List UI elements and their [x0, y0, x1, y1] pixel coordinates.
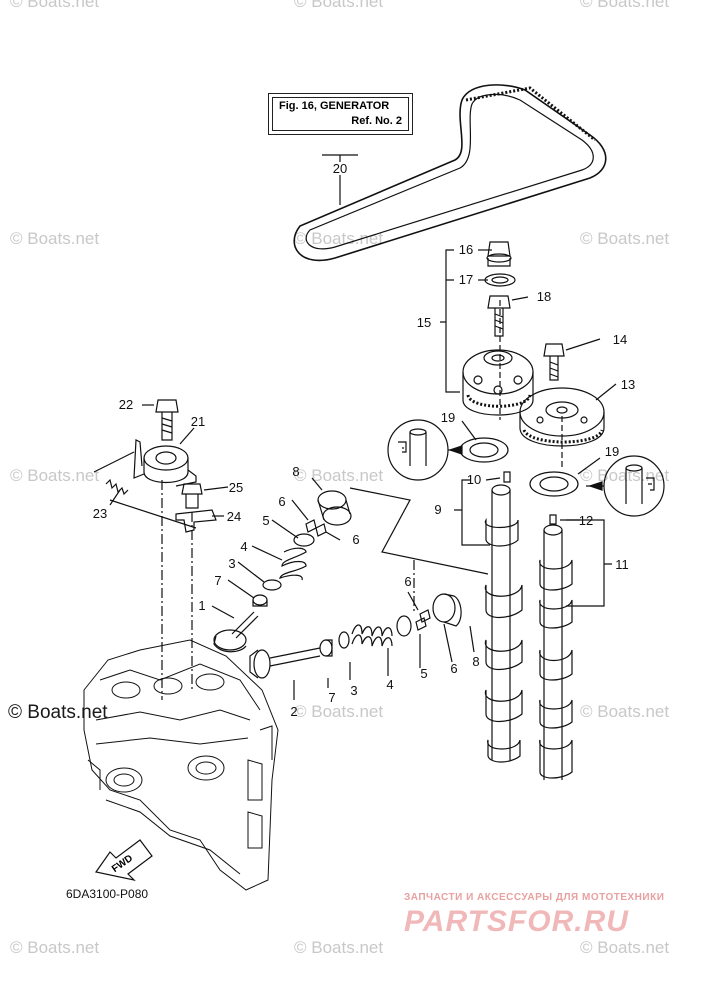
watermark: © Boats.net — [294, 466, 384, 485]
callout-22: 22 — [119, 397, 133, 412]
bolt — [543, 343, 565, 381]
washer — [484, 273, 516, 287]
spring-seat — [262, 579, 282, 591]
callout-6: 6 — [278, 494, 285, 509]
watermark: © Boats.net — [10, 229, 100, 248]
oil-seal — [459, 437, 509, 463]
callout-16: 16 — [459, 242, 473, 257]
fwd-arrow-icon — [94, 839, 153, 882]
bolt — [181, 483, 203, 509]
spring-seat — [338, 631, 350, 649]
valve-lifter — [432, 593, 462, 627]
callout-25: 25 — [229, 480, 243, 495]
reference-figure: Fig. 16, GENERATOR — [279, 100, 390, 112]
tensioner-bracket — [175, 509, 217, 533]
callout-5: 5 — [262, 513, 269, 528]
callout-19: 19 — [441, 410, 455, 425]
diagram-code: 6DA3100-P080 — [66, 887, 149, 901]
callout-7: 7 — [214, 573, 221, 588]
callout-7: 7 — [328, 690, 335, 705]
watermark: © Boats.net — [10, 466, 100, 485]
timing-belt — [293, 84, 607, 262]
watermark: © Boats.net — [294, 229, 384, 248]
sprocket-bolt — [487, 295, 511, 337]
cam-sprocket — [462, 349, 534, 416]
callout-21: 21 — [191, 414, 205, 429]
callout-3: 3 — [228, 556, 235, 571]
watermark: © Boats.net — [580, 938, 670, 957]
callout-4: 4 — [386, 677, 393, 692]
watermark: © Boats.net — [580, 466, 670, 485]
watermark: © Boats.net — [294, 938, 384, 957]
valve-seal — [252, 594, 268, 606]
exhaust-valve — [249, 647, 321, 679]
callout-15: 15 — [417, 315, 431, 330]
callout-11: 11 — [615, 557, 629, 572]
callout-13: 13 — [621, 377, 635, 392]
oil-seal — [529, 471, 579, 497]
watermark: © Boats.net — [10, 938, 100, 957]
valve-spring — [279, 547, 307, 581]
callout-18: 18 — [537, 289, 551, 304]
callout-17: 17 — [459, 272, 473, 287]
callout-8: 8 — [292, 464, 299, 479]
spring-retainer — [396, 615, 412, 637]
callout-6: 6 — [450, 661, 457, 676]
callout-8: 8 — [472, 654, 479, 669]
callout-12: 12 — [579, 513, 593, 528]
callout-1: 1 — [198, 598, 205, 613]
callout-6: 6 — [404, 574, 411, 589]
callout-6: 6 — [352, 532, 359, 547]
watermark: © Boats.net — [8, 702, 108, 723]
intake-camshaft — [484, 484, 523, 763]
callout-20: 20 — [333, 161, 347, 176]
brand-logo: PARTSFOR.RU — [404, 905, 629, 938]
intake-valve — [213, 611, 259, 653]
watermark: © Boats.net — [294, 0, 384, 11]
valve-spring — [351, 624, 393, 647]
callout-14: 14 — [613, 332, 627, 347]
watermark: © Boats.net — [580, 702, 670, 721]
bolt — [155, 399, 179, 441]
callout-10: 10 — [467, 472, 481, 487]
watermark: © Boats.net — [580, 0, 670, 11]
callout-9: 9 — [434, 502, 441, 517]
cylinder-head — [83, 639, 279, 891]
exhaust-camshaft — [539, 524, 573, 780]
callout-2: 2 — [290, 704, 297, 719]
callout-19: 19 — [605, 444, 619, 459]
callout-labels: 20 16 17 18 15 14 13 19 19 10 9 12 11 22… — [93, 161, 635, 875]
callout-23: 23 — [93, 506, 107, 521]
callout-4: 4 — [240, 539, 247, 554]
watermark: © Boats.net — [294, 702, 384, 721]
callout-24: 24 — [227, 509, 241, 524]
spring-retainer — [293, 533, 315, 547]
reference-box: Fig. 16, GENERATOR Ref. No. 2 — [268, 93, 413, 135]
callout-3: 3 — [350, 683, 357, 698]
valve-lifter — [317, 490, 352, 526]
watermark: © Boats.net — [580, 229, 670, 248]
cap-bolt — [486, 241, 512, 267]
valve-seal — [319, 639, 333, 657]
brand-tagline: ЗАПЧАСТИ И АКСЕССУАРЫ ДЛЯ МОТОТЕХНИКИ — [404, 892, 665, 903]
tension-spring — [105, 478, 129, 496]
tensioner-pulley — [133, 439, 197, 487]
watermark: © Boats.net — [10, 0, 100, 11]
reference-number: Ref. No. 2 — [351, 115, 402, 127]
callout-5: 5 — [420, 666, 427, 681]
